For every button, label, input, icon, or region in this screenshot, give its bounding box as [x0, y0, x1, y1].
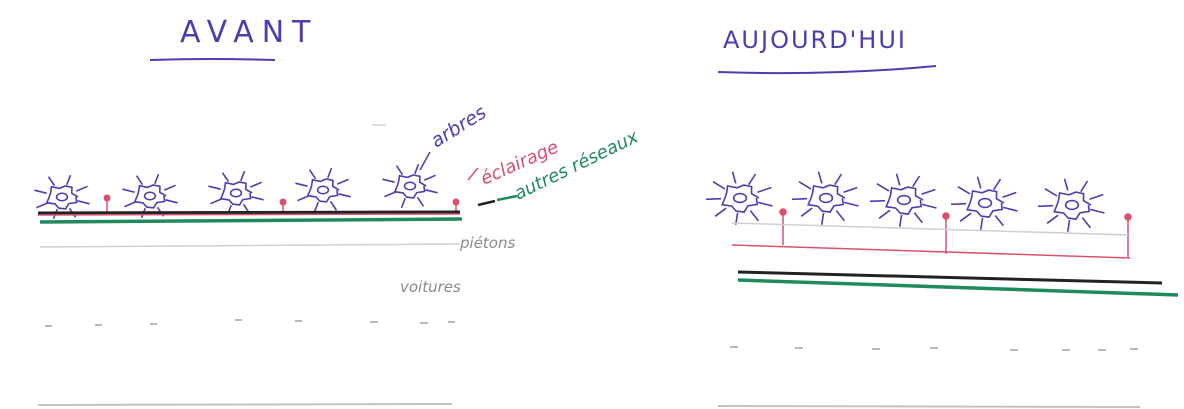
tree-sketch	[705, 171, 773, 225]
left-black-network-line	[37, 210, 461, 215]
right-green-network-line	[737, 278, 1179, 297]
right-road-edge-line	[717, 405, 1141, 408]
tree-sketch	[950, 176, 1018, 230]
tree-sketch	[869, 173, 937, 227]
left-title: AVANT	[180, 15, 319, 50]
left-road-edge-line	[37, 403, 453, 406]
left-trees	[34, 163, 438, 220]
arbres-pointer	[419, 151, 431, 171]
right-panel-aujourdhui: AUJOURD'HUI	[705, 26, 1179, 408]
reseaux-pointer	[496, 194, 518, 202]
left-green-network-line	[39, 217, 463, 224]
right-black-network-line	[737, 270, 1163, 285]
right-trees	[705, 171, 1105, 232]
tree-sketch	[122, 173, 178, 219]
right-road-dashes	[730, 346, 1138, 351]
left-title-underline	[149, 58, 276, 61]
tree-sketch	[791, 171, 859, 225]
right-pink-lighting-line	[731, 244, 1131, 259]
left-road-dashes	[45, 319, 455, 327]
right-grey-line	[731, 222, 1131, 236]
left-small-black-dash	[477, 199, 496, 207]
tree-sketch	[34, 174, 90, 220]
left-sidewalk-line	[39, 243, 461, 248]
label-pietons: piétons	[459, 234, 515, 252]
right-title: AUJOURD'HUI	[723, 26, 907, 54]
eclairage-pointer	[467, 167, 479, 181]
left-lighting-posts	[103, 194, 460, 213]
label-voitures: voitures	[400, 278, 461, 296]
right-title-underline	[717, 65, 937, 75]
tree-sketch	[208, 170, 264, 216]
tree-sketch	[382, 163, 438, 209]
tree-sketch	[1037, 178, 1105, 232]
left-pink-lighting-line	[37, 213, 461, 216]
right-lighting-posts	[779, 208, 1132, 257]
tree-sketch	[295, 167, 351, 213]
label-arbres: arbres	[427, 101, 490, 152]
left-panel-avant: AVANT arbres	[34, 15, 642, 406]
